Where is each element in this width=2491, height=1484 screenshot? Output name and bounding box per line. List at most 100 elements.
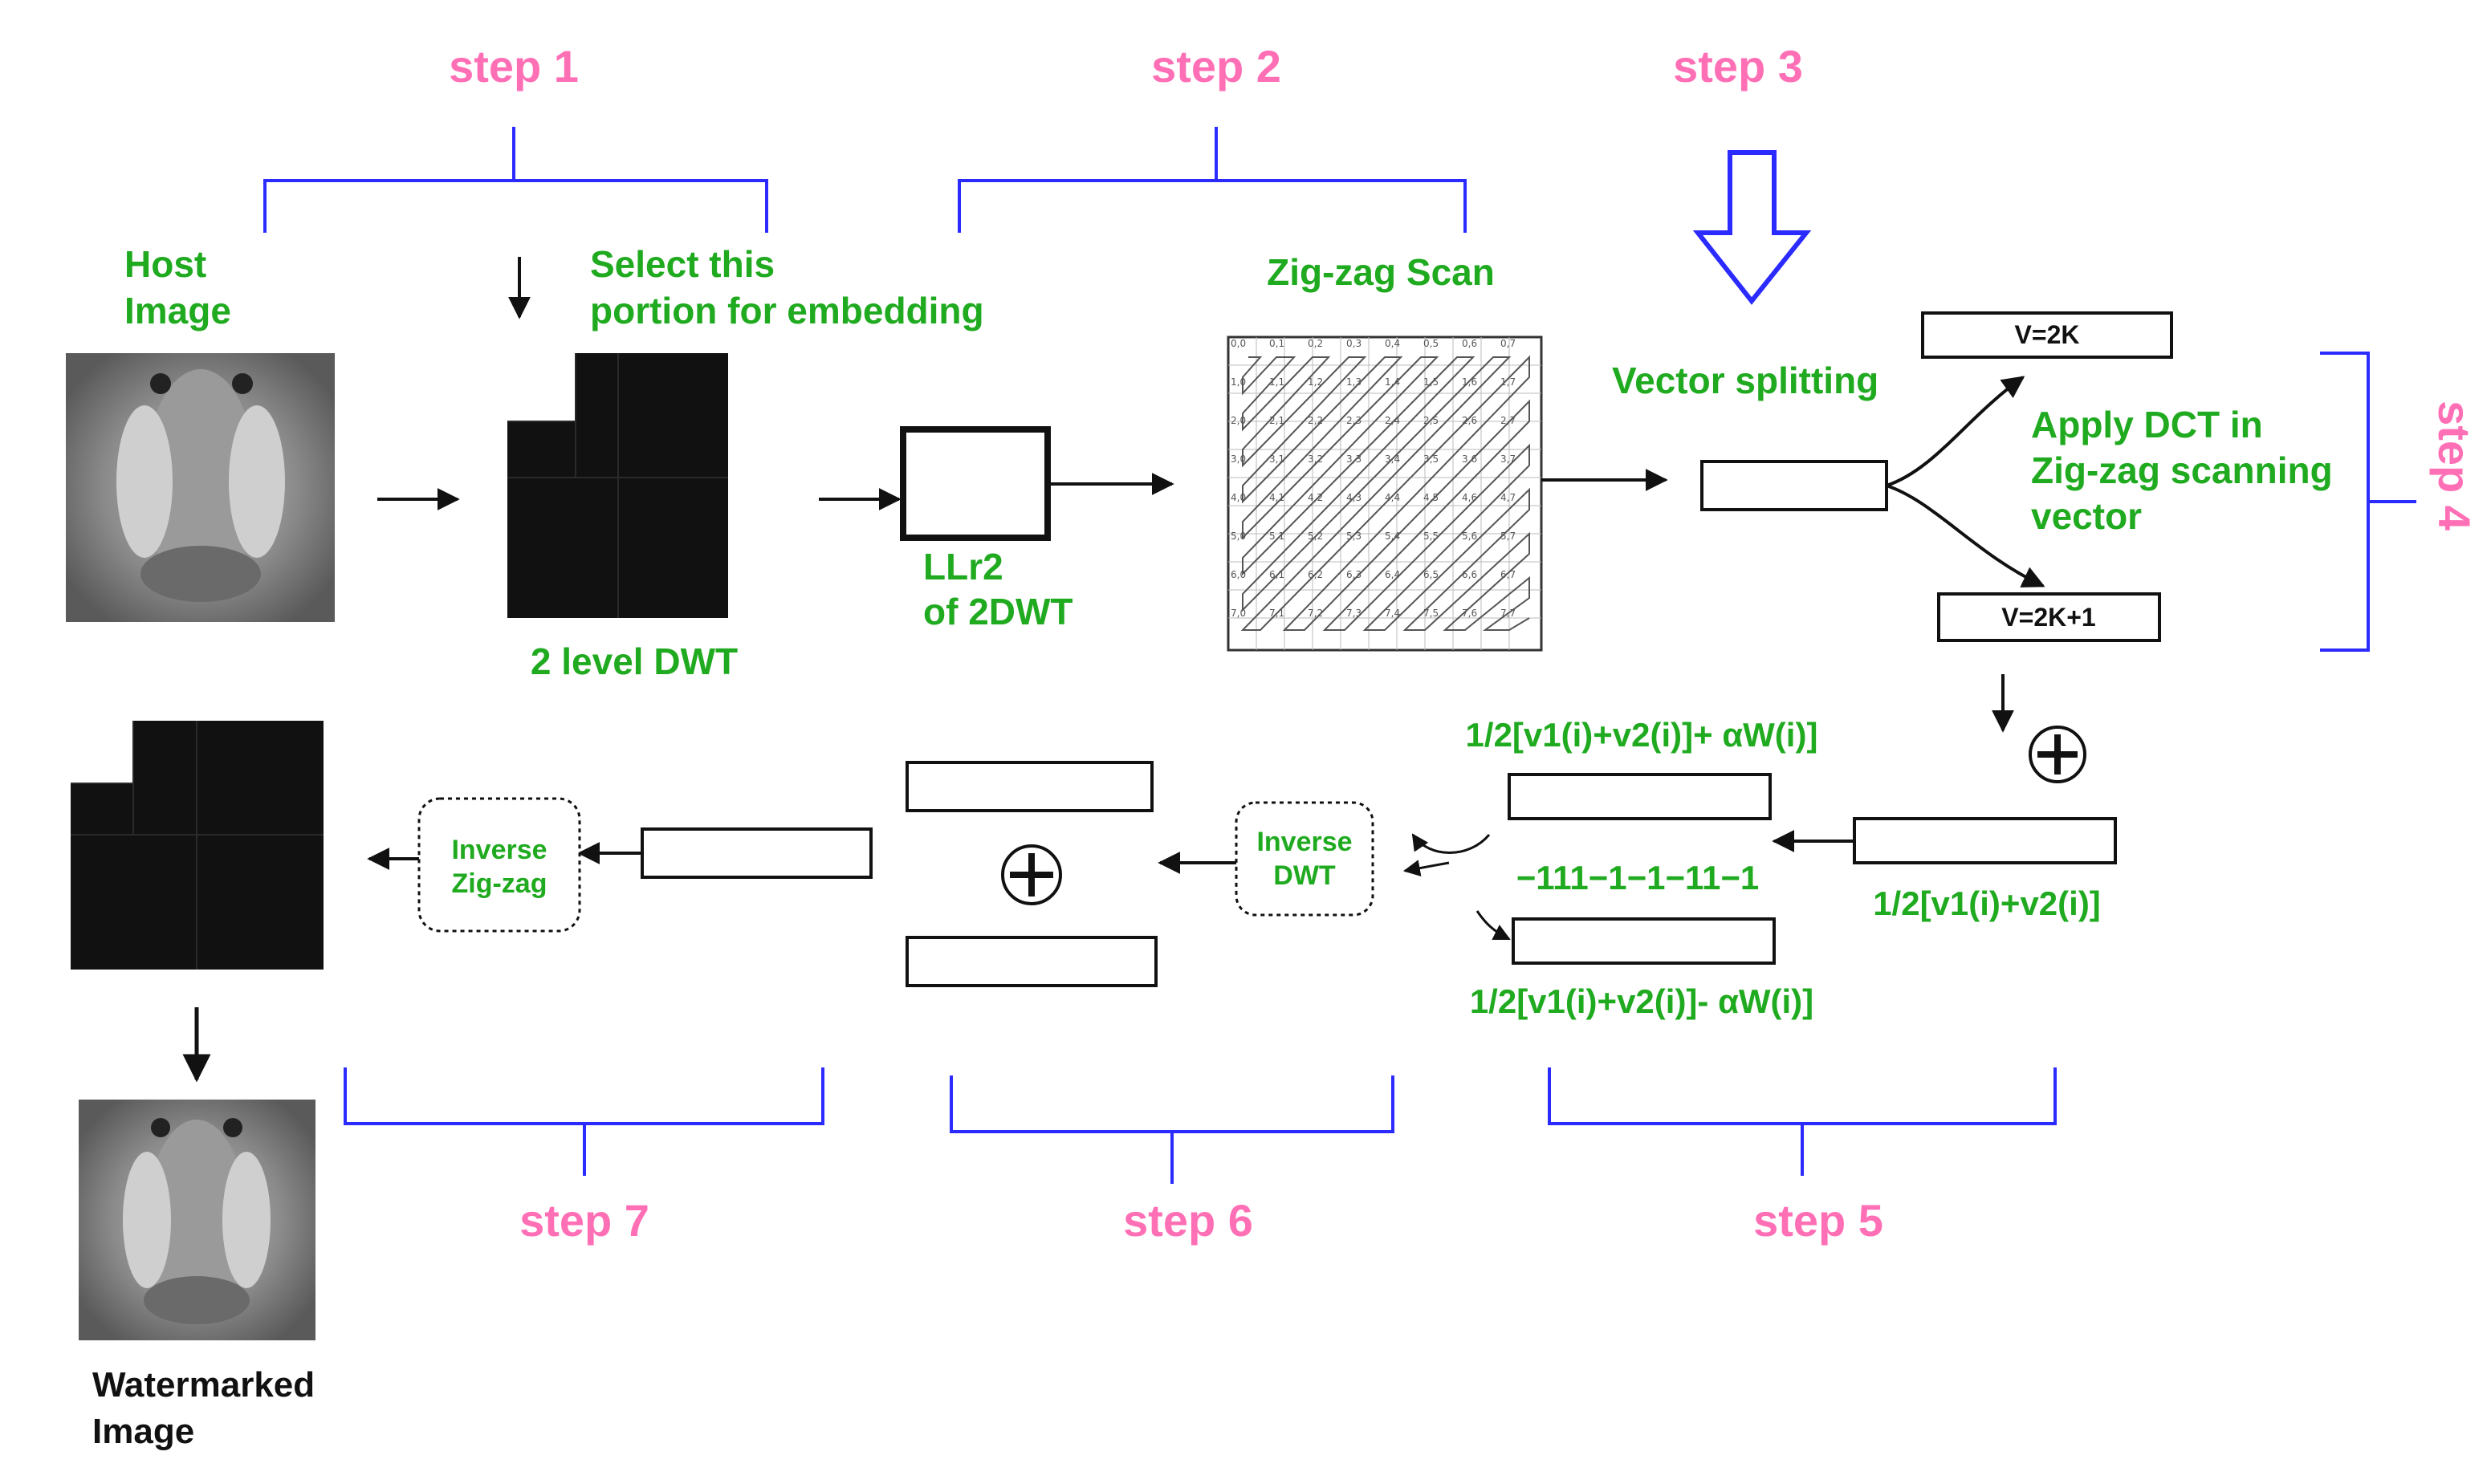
zigzag-cell-label: 7,3 (1346, 608, 1362, 619)
zigzag-cell-label: 1,1 (1269, 376, 1284, 388)
llr2-label-line2: of 2DWT (923, 591, 1073, 632)
vector-split-box (1700, 460, 1888, 511)
step-3-label: step 3 (1673, 41, 1803, 91)
zigzag-cell-label: 4,6 (1462, 492, 1477, 503)
zigzag-cell-label: 1,2 (1308, 376, 1323, 388)
two-level-dwt-label: 2 level DWT (531, 640, 738, 682)
zigzag-cell-label: 5,7 (1500, 531, 1516, 542)
zigzag-cell-label: 2,3 (1346, 415, 1362, 426)
zigzag-cell-label: 3,0 (1231, 453, 1246, 465)
inverse-dwt-label-line1: Inverse (1256, 827, 1352, 857)
zigzag-cell-label: 0,5 (1423, 338, 1439, 349)
zigzag-cell-label: 6,7 (1500, 569, 1516, 580)
zigzag-cell-label: 4,0 (1231, 492, 1246, 503)
inverse-zigzag-label-line1: Inverse (451, 835, 547, 865)
zigzag-cell-label: 2,5 (1423, 415, 1439, 426)
step-1-label: step 1 (449, 41, 579, 91)
zigzag-cell-label: 4,3 (1346, 492, 1362, 503)
zigzag-cell-label: 0,6 (1462, 338, 1477, 349)
zigzag-cell-label: 3,3 (1346, 453, 1362, 465)
zigzag-cell-label: 2,2 (1308, 415, 1323, 426)
zigzag-cell-label: 4,4 (1385, 492, 1400, 503)
inverse-zigzag-node (417, 797, 581, 933)
step-7-label: step 7 (519, 1195, 649, 1246)
zigzag-cell-label: 6,5 (1423, 569, 1439, 580)
average-formula: 1/2[v1(i)+v2(i)] (1873, 884, 2101, 922)
zigzag-cell-label: 6,0 (1231, 569, 1246, 580)
inverse-zigzag-label-line2: Zig-zag (452, 868, 547, 899)
circled-plus-icon (1001, 844, 1062, 905)
host-image (66, 353, 335, 622)
zigzag-cell-label: 7,7 (1500, 608, 1516, 619)
apply-dct-label-line3: vector (2031, 495, 2142, 537)
zigzag-cell-label: 1,5 (1423, 376, 1439, 388)
zigzag-cell-label: 5,1 (1269, 531, 1284, 542)
step-4-label: step 4 (2429, 400, 2480, 531)
zigzag-cell-label: 7,2 (1308, 608, 1323, 619)
zigzag-cell-label: 3,5 (1423, 453, 1439, 465)
zigzag-cell-label: 6,6 (1462, 569, 1477, 580)
llr2-box (900, 426, 1051, 541)
zigzag-cell-label: 7,4 (1385, 608, 1400, 619)
step-5-bracket (1548, 1067, 2057, 1176)
zigzag-cell-label: 2,4 (1385, 415, 1400, 426)
llr2-label-line1: LLr2 (923, 546, 1003, 588)
zigzag-cell-label: 6,4 (1385, 569, 1400, 580)
minus-watermark-formula: 1/2[v1(i)+v2(i)]- αW(i)] (1470, 982, 1813, 1020)
curved-arrow-upper (1411, 833, 1491, 854)
zigzag-cell-label: 1,3 (1346, 376, 1362, 388)
zigzag-cell-label: 5,4 (1385, 531, 1400, 542)
curved-arrow-lower (1475, 910, 1511, 941)
zigzag-cell-label: 6,1 (1269, 569, 1284, 580)
zigzag-cell-label: 7,5 (1423, 608, 1439, 619)
step-2-label: step 2 (1151, 41, 1281, 91)
zigzag-cell-label: 5,5 (1423, 531, 1439, 542)
zigzag-cell-label: 7,1 (1269, 608, 1284, 619)
zigzag-cell-label: 3,7 (1500, 453, 1516, 465)
zigzag-cell-label: 2,7 (1500, 415, 1516, 426)
step-4-bracket (2320, 352, 2416, 652)
arrow-to-inverse-dwt (1402, 860, 1450, 876)
zigzag-cell-label: 0,3 (1346, 338, 1362, 349)
watermarked-image (79, 1100, 315, 1340)
zigzag-cell-label: 3,4 (1385, 453, 1400, 465)
zigzag-cell-label: 1,4 (1385, 376, 1400, 388)
average-box (1853, 817, 2117, 864)
hollow-down-arrow-icon (1692, 150, 1812, 305)
step-1-bracket (263, 127, 768, 233)
host-image-label-line2: Image (124, 290, 231, 331)
plus-watermark-box (1508, 773, 1772, 820)
step7-vector-box (641, 827, 873, 879)
zigzag-cell-label: 0,4 (1385, 338, 1400, 349)
zigzag-cell-label: 4,7 (1500, 492, 1516, 503)
step6-lower-box (906, 936, 1158, 987)
v-odd-box (1937, 592, 2161, 642)
two-level-dwt-image (507, 353, 728, 618)
step-6-label: step 6 (1123, 1195, 1253, 1246)
zigzag-cell-label: 7,0 (1231, 608, 1246, 619)
zigzag-cell-label: 2,6 (1462, 415, 1477, 426)
step-5-label: step 5 (1753, 1195, 1883, 1246)
host-image-label-line1: Host (124, 243, 206, 285)
vector-splitting-label: Vector splitting (1612, 360, 1878, 401)
arrow-split-odd (1886, 484, 2045, 588)
step-7-bracket (344, 1067, 824, 1176)
zigzag-cell-label: 3,1 (1269, 453, 1284, 465)
zigzag-cell-label: 6,3 (1346, 569, 1362, 580)
zigzag-cell-label: 5,6 (1462, 531, 1477, 542)
zigzag-cell-label: 0,2 (1308, 338, 1323, 349)
watermarked-image-label-line2: Image (92, 1412, 194, 1451)
step-2-bracket (958, 127, 1467, 233)
minus-watermark-box (1512, 917, 1776, 965)
v-even-box (1921, 311, 2173, 359)
zigzag-cell-label: 5,2 (1308, 531, 1323, 542)
zigzag-cell-label: 3,6 (1462, 453, 1477, 465)
circled-plus-icon (2029, 726, 2086, 783)
watermark-sequence: −111−1−1−11−1 (1516, 859, 1760, 896)
zigzag-cell-label: 0,1 (1269, 338, 1284, 349)
zigzag-cell-label: 5,3 (1346, 531, 1362, 542)
zigzag-cell-label: 5,0 (1231, 531, 1246, 542)
v-odd-label: V=2K+1 (2001, 603, 2095, 632)
